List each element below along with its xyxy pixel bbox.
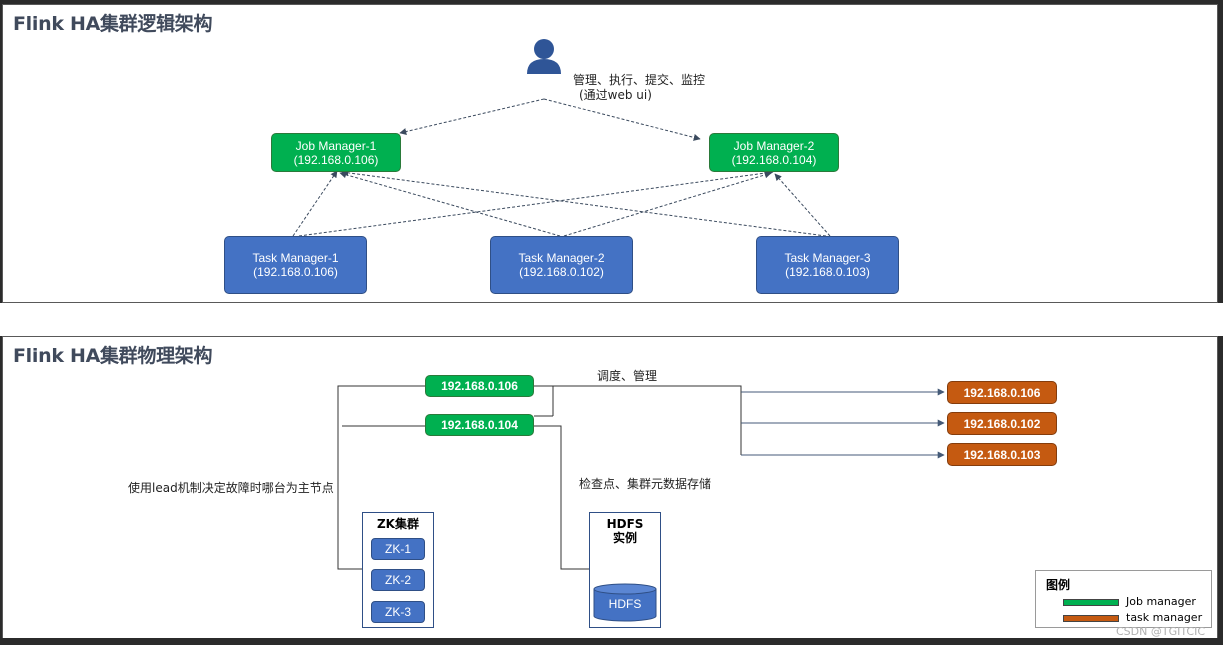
hdfs-title-line2: 实例 xyxy=(612,531,637,545)
watermark: CSDN @TGITCIC xyxy=(1116,625,1206,638)
task-manager-3-ip: (192.168.0.103) xyxy=(785,265,870,279)
tm2-to-jm1-arrow xyxy=(339,171,561,237)
tm3-to-jm2-arrow xyxy=(774,173,831,237)
user-to-jm1-arrow xyxy=(399,98,545,135)
physical-jm-ip-2[interactable]: 192.168.0.104 xyxy=(425,414,534,436)
hdfs-cylinder-label: HDFS xyxy=(608,597,642,611)
task-manager-3[interactable]: Task Manager-3 (192.168.0.103) xyxy=(756,236,899,294)
zk-node-2[interactable]: ZK-2 xyxy=(371,569,425,591)
leader-election-label: 使用lead机制决定故障时哪台为主节点 xyxy=(128,481,334,495)
legend-job-manager-label: Job manager xyxy=(1126,595,1196,608)
legend-title: 图例 xyxy=(1046,578,1071,592)
hdfs-title-line1: HDFS xyxy=(606,517,644,531)
tm1-to-jm1-arrow xyxy=(292,170,338,237)
job-manager-2-name: Job Manager-2 xyxy=(733,138,815,153)
jm1-schedule-line xyxy=(534,385,742,391)
schedule-label: 调度、管理 xyxy=(597,369,658,383)
job-manager-1-ip: (192.168.0.106) xyxy=(293,152,379,167)
physical-tm-ip-3[interactable]: 192.168.0.103 xyxy=(947,443,1057,466)
zk-cluster-title: ZK集群 xyxy=(376,517,419,531)
zk-cluster-box: ZK集群 ZK-1 ZK-2 ZK-3 xyxy=(362,512,434,628)
zk-node-1[interactable]: ZK-1 xyxy=(371,538,425,560)
legend: 图例 Job manager task manager xyxy=(1035,570,1212,628)
logical-title: Flink HA集群逻辑架构 xyxy=(13,13,213,35)
job-manager-2[interactable]: Job Manager-2 (192.168.0.104) xyxy=(709,133,839,172)
user-to-jm2-arrow xyxy=(543,98,701,141)
job-manager-1[interactable]: Job Manager-1 (192.168.0.106) xyxy=(271,133,401,172)
legend-task-manager-swatch xyxy=(1063,615,1119,622)
job-manager-2-ip: (192.168.0.104) xyxy=(731,152,817,167)
task-manager-2[interactable]: Task Manager-2 (192.168.0.102) xyxy=(490,236,633,294)
panel-gap xyxy=(0,303,1223,336)
physical-jm-ip-1[interactable]: 192.168.0.106 xyxy=(425,375,534,397)
physical-tm-ip-1[interactable]: 192.168.0.106 xyxy=(947,381,1057,404)
user-action-label: 管理、执行、提交、监控 xyxy=(573,73,706,87)
tm2-to-jm2-arrow xyxy=(563,171,772,237)
physical-tm-ip-2[interactable]: 192.168.0.102 xyxy=(947,412,1057,435)
task-manager-1-name: Task Manager-1 xyxy=(252,251,339,265)
checkpoint-label: 检查点、集群元数据存储 xyxy=(579,477,712,491)
job-manager-1-name: Job Manager-1 xyxy=(295,138,377,153)
hdfs-instance-box: HDFS 实例 HDFS xyxy=(589,512,661,628)
tm3-to-jm1-arrow xyxy=(341,169,827,237)
zk-node-3[interactable]: ZK-3 xyxy=(371,601,425,623)
jm-to-hdfs-line xyxy=(534,425,589,570)
task-manager-1[interactable]: Task Manager-1 (192.168.0.106) xyxy=(224,236,367,294)
task-manager-2-name: Task Manager-2 xyxy=(518,251,605,265)
physical-title: Flink HA集群物理架构 xyxy=(13,345,213,367)
legend-job-manager-swatch xyxy=(1063,599,1119,606)
jm1-to-zk-line xyxy=(337,385,425,570)
user-webui-label: (通过web ui) xyxy=(579,88,652,102)
task-manager-3-name: Task Manager-3 xyxy=(784,251,871,265)
task-manager-2-ip: (192.168.0.102) xyxy=(519,265,604,279)
task-manager-1-ip: (192.168.0.106) xyxy=(253,265,338,279)
hdfs-cylinder-icon[interactable] xyxy=(593,583,657,623)
legend-task-manager-label: task manager xyxy=(1126,611,1203,624)
user-icon xyxy=(527,39,561,74)
